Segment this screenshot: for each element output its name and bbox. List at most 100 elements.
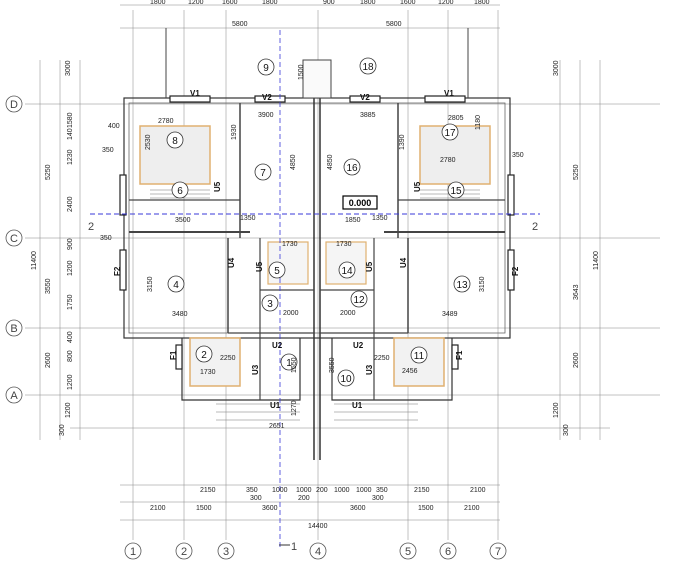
door-label: U5 — [413, 181, 422, 192]
dimension-text: 2000 — [340, 310, 356, 317]
dimension-text: 400 — [67, 331, 74, 343]
right-dimensions: 3000 5250 3643 2600 1200 300 11400 — [553, 60, 600, 436]
room-number: 12 — [353, 295, 365, 306]
axis-label: B — [10, 323, 17, 335]
dimension-text: 1730 — [336, 241, 352, 248]
dimension-text: 2100 — [150, 505, 166, 512]
dimension-text: 350 — [100, 235, 112, 242]
room-number: 4 — [173, 280, 179, 291]
dimension-text: 350 — [376, 487, 388, 494]
door-label: U5 — [213, 181, 222, 192]
room-number: 7 — [260, 168, 266, 179]
stairs — [150, 189, 480, 421]
dimension-text: 1000 — [356, 487, 372, 494]
dimension-text: 1000 — [272, 487, 288, 494]
door-label: U3 — [251, 364, 260, 375]
dimension-text: 1200 — [67, 374, 74, 390]
dimension-text: 2400 — [67, 196, 74, 212]
dimension-text: 3900 — [258, 112, 274, 119]
dimension-text: 300 — [59, 424, 66, 436]
dimension-text: 1200 — [67, 260, 74, 276]
dimension-text: 350 — [102, 147, 114, 154]
dimension-text: 350 — [246, 487, 258, 494]
dimension-text: 3480 — [172, 311, 188, 318]
dimension-text: 800 — [67, 350, 74, 362]
room-number: 15 — [450, 186, 462, 197]
dimension-text: 3150 — [479, 276, 486, 292]
dimension-text: 1600 — [222, 0, 238, 6]
dimension-text: 2250 — [374, 355, 390, 362]
dimension-text: 1800 — [360, 0, 376, 6]
dimension-text: 300 — [372, 495, 384, 502]
dimension-text: 2600 — [573, 352, 580, 368]
axis-label: C — [10, 233, 18, 245]
dimension-text: 3550 — [329, 357, 336, 373]
dimension-text: 3000 — [553, 60, 560, 76]
elevation-mark: 0.000 — [349, 198, 372, 208]
window-label: F1 — [455, 350, 464, 360]
room-number: 2 — [201, 350, 207, 361]
door-label: U5 — [255, 261, 264, 272]
building-walls — [123, 60, 511, 460]
dimension-text: 1200 — [188, 0, 204, 6]
bottom-dimensions: 2150 350 1000 1000 200 1000 1000 350 215… — [150, 487, 486, 530]
dimension-text: 900 — [323, 0, 335, 6]
windows — [119, 95, 515, 370]
top-dimensions: 1800 1200 1600 1800 900 1800 1600 1200 1… — [150, 0, 490, 28]
element-labels: V1 V1 V2 V2 U1 U1 U2 U2 U3 U3 U4 U4 U5 U… — [113, 89, 520, 410]
axis-markers-numbers: 1 2 3 4 5 6 7 — [124, 542, 507, 560]
window-label: V2 — [262, 93, 272, 102]
dimension-text: 3150 — [147, 276, 154, 292]
dimension-text: 5800 — [232, 21, 248, 28]
room-markers: 1 2 3 4 5 6 7 8 9 10 11 12 13 14 15 16 1… — [166, 57, 471, 387]
elevation-mark-box — [342, 195, 378, 210]
window-label: F2 — [511, 266, 520, 276]
dimension-text: 3643 — [573, 284, 580, 300]
room-number: 9 — [263, 63, 269, 74]
room-number: 13 — [456, 280, 468, 291]
dimension-text: 1000 — [334, 487, 350, 494]
dimension-text: 2780 — [440, 157, 456, 164]
door-label: U2 — [353, 341, 364, 350]
door-label: U4 — [399, 257, 408, 268]
dimension-text: 4850 — [290, 154, 297, 170]
door-label: U1 — [270, 401, 281, 410]
dimension-text: 3000 — [65, 60, 72, 76]
room-number: 10 — [340, 374, 352, 385]
dimension-text: 1800 — [150, 0, 166, 6]
dimension-text: 3885 — [360, 112, 376, 119]
dimension-text: 1350 — [372, 215, 388, 222]
axis-label: 7 — [495, 546, 501, 558]
room-number: 1 — [286, 358, 292, 369]
dimension-text: 5250 — [573, 164, 580, 180]
room-number: 14 — [341, 266, 353, 277]
room-number: 18 — [362, 62, 374, 73]
dimension-text: 1000 — [296, 487, 312, 494]
dimension-text: 1730 — [200, 369, 216, 376]
dimension-text: 3550 — [45, 278, 52, 294]
dimension-text: 140 — [67, 128, 74, 140]
axis-label: 5 — [405, 546, 411, 558]
axis-label: A — [10, 390, 18, 402]
section-label-bottom: 1 — [291, 541, 297, 553]
section-marks: 2 2 1 — [88, 221, 538, 553]
dimension-text: 1580 — [67, 112, 74, 128]
room-number: 5 — [274, 266, 280, 277]
dimension-text: 900 — [67, 238, 74, 250]
door-label: U4 — [227, 257, 236, 268]
dimension-text: 300 — [250, 495, 262, 502]
axis-label: 2 — [181, 546, 187, 558]
dimension-text: 1800 — [262, 0, 278, 6]
dimension-text: 3500 — [175, 217, 191, 224]
room-number: 3 — [267, 299, 273, 310]
dimension-text: 1600 — [400, 0, 416, 6]
dimension-text: 11400 — [31, 251, 38, 270]
room-number: 8 — [172, 136, 178, 147]
tiled-areas — [139, 125, 491, 387]
window-label: F1 — [169, 350, 178, 360]
room-number: 16 — [346, 163, 358, 174]
dimension-text: 1180 — [475, 115, 482, 130]
section-label-right: 2 — [532, 221, 538, 233]
dimension-text: 1390 — [399, 134, 406, 150]
dimension-text: 3489 — [442, 311, 458, 318]
